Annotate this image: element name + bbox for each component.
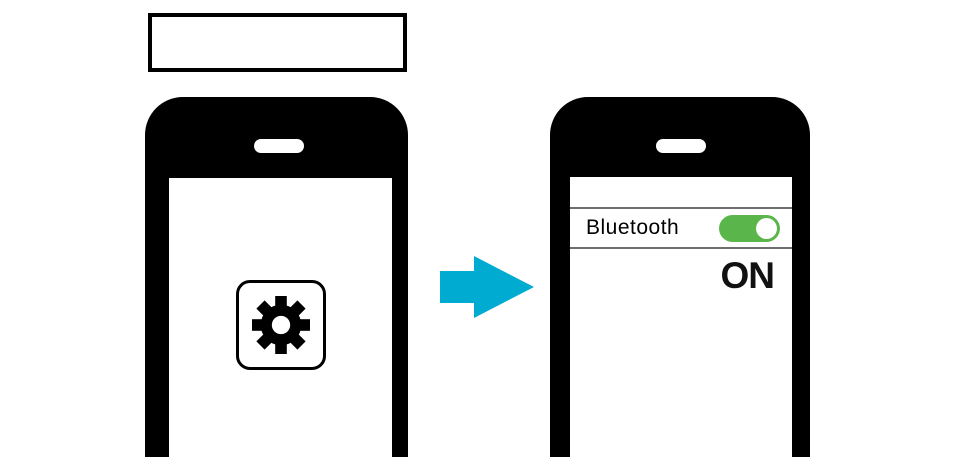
divider xyxy=(570,247,792,249)
speaker-slot xyxy=(254,139,304,153)
divider xyxy=(570,207,792,209)
settings-app-button[interactable] xyxy=(235,280,326,370)
bluetooth-phone-screen: Bluetooth ON xyxy=(570,177,792,457)
bluetooth-setting-row: Bluetooth xyxy=(570,209,792,247)
status-row: ON xyxy=(570,257,792,294)
speaker-slot xyxy=(656,139,706,153)
settings-phone-screen xyxy=(169,178,392,457)
bluetooth-toggle[interactable] xyxy=(719,214,780,242)
bluetooth-label: Bluetooth xyxy=(586,216,680,239)
phone-bluetooth: Bluetooth ON xyxy=(550,97,810,457)
status-strip xyxy=(570,177,792,207)
phone-settings xyxy=(145,97,408,457)
bluetooth-status-text: ON xyxy=(720,255,775,296)
toggle-knob xyxy=(756,217,777,239)
caption-box xyxy=(148,13,407,72)
right-arrow-icon xyxy=(440,256,534,318)
gear-icon xyxy=(251,296,310,354)
